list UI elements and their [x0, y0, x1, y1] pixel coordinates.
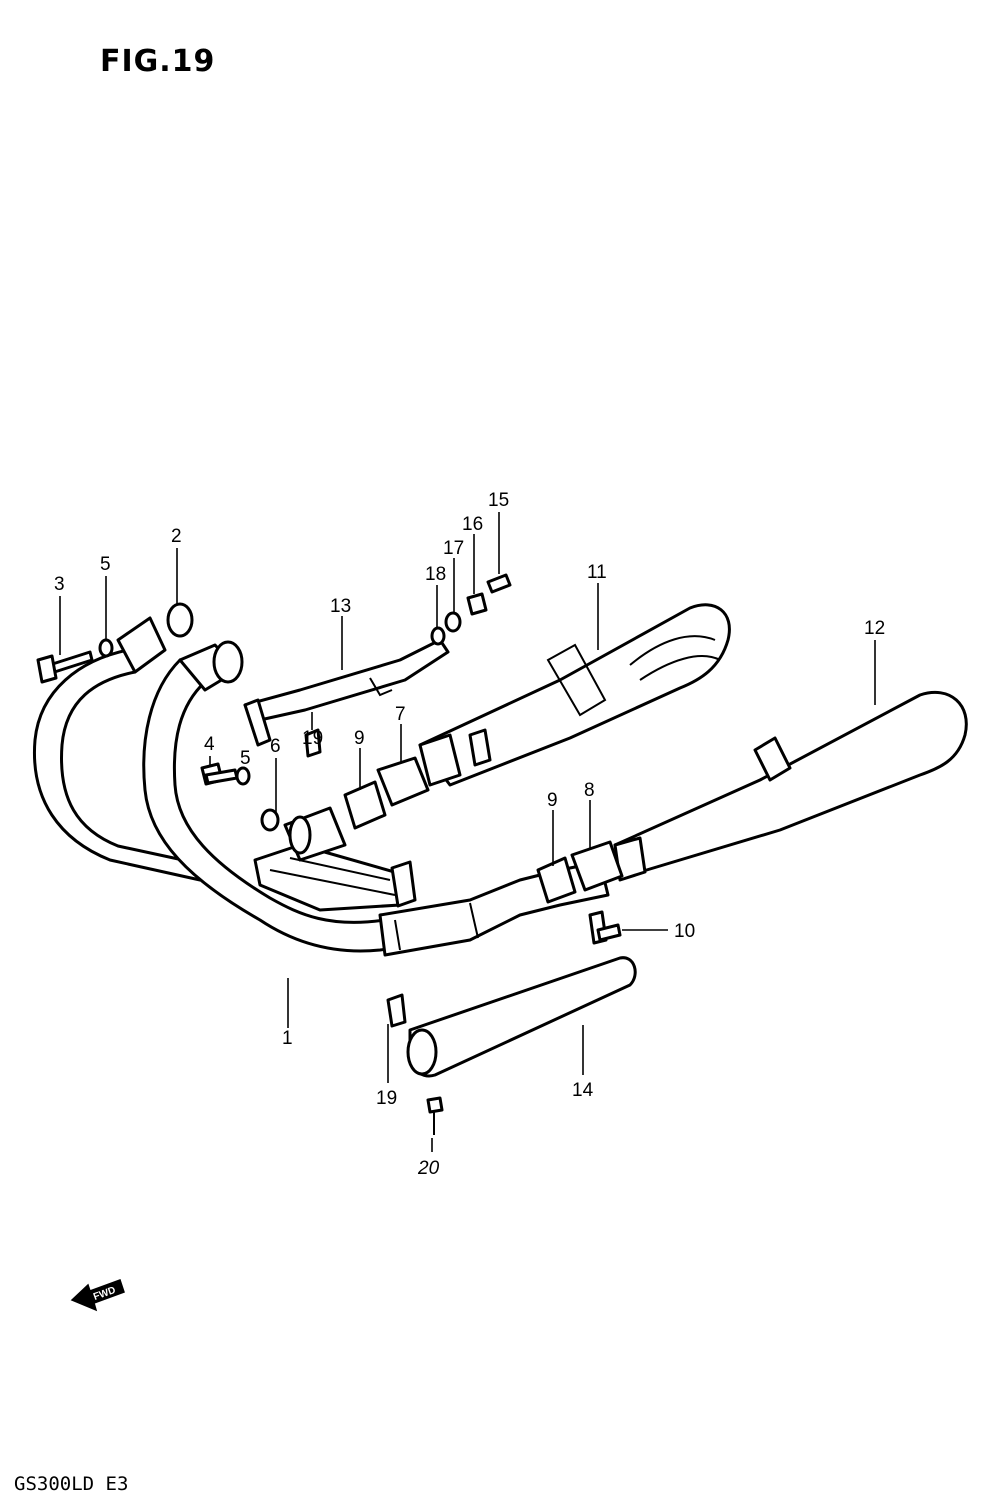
heat-shield-13 [243, 638, 450, 747]
callout-20: 20 [417, 1158, 440, 1179]
washer-5-lower [235, 766, 251, 786]
muffler-12 [613, 690, 968, 882]
callout-18: 18 [425, 564, 446, 585]
callout-19-lower: 19 [376, 1088, 397, 1109]
callout-1: 1 [282, 1028, 293, 1049]
callout-4: 4 [204, 734, 215, 755]
connector-9-upper [343, 780, 387, 830]
figure-title: FIG.19 [100, 44, 216, 79]
callout-15: 15 [488, 490, 509, 511]
callout-17: 17 [443, 538, 464, 559]
bolt-3 [36, 650, 94, 684]
clamp-8 [570, 840, 624, 892]
connector-9-lower [536, 856, 577, 904]
leader-lines [59, 512, 876, 1152]
callout-3: 3 [54, 574, 65, 595]
callout-8: 8 [584, 780, 595, 801]
gasket-2 [166, 602, 194, 638]
callout-5-lower: 5 [240, 748, 251, 769]
washer-17 [444, 611, 462, 633]
washer-6 [260, 808, 280, 832]
heat-shield-14 [406, 956, 637, 1078]
nut-16 [466, 592, 488, 616]
callout-16: 16 [462, 514, 483, 535]
callout-2: 2 [171, 526, 182, 547]
callout-11: 11 [587, 562, 607, 583]
callout-13: 13 [330, 596, 351, 617]
clip-19-lower [386, 993, 407, 1028]
callout-9-lower: 9 [547, 790, 558, 811]
callout-10: 10 [674, 921, 695, 942]
callout-labels: 1 2 3 4 5 5 6 7 8 9 9 10 11 12 13 14 15 … [54, 490, 885, 1179]
callout-12: 12 [864, 618, 885, 639]
callout-19-upper: 19 [302, 728, 323, 749]
clamp-7 [376, 756, 430, 807]
forward-arrow-label: FWD [92, 1285, 117, 1303]
model-code: GS300LD E3 [14, 1473, 129, 1495]
bolt-4 [200, 762, 239, 786]
callout-5-upper: 5 [100, 554, 111, 575]
forward-direction-arrow: FWD [70, 1279, 125, 1312]
screw-20 [426, 1096, 444, 1135]
callout-9-upper: 9 [354, 728, 365, 749]
clip-19-upper [304, 728, 322, 758]
exhaust-pipe-joint-clamps [116, 616, 244, 692]
callout-7: 7 [395, 704, 406, 725]
callout-14: 14 [572, 1080, 594, 1101]
muffler-11 [418, 603, 731, 787]
bolt-10 [588, 910, 622, 945]
bolt-15 [486, 573, 512, 594]
washer-5-upper [98, 638, 114, 658]
washer-18 [430, 626, 446, 646]
callout-6: 6 [270, 736, 281, 757]
